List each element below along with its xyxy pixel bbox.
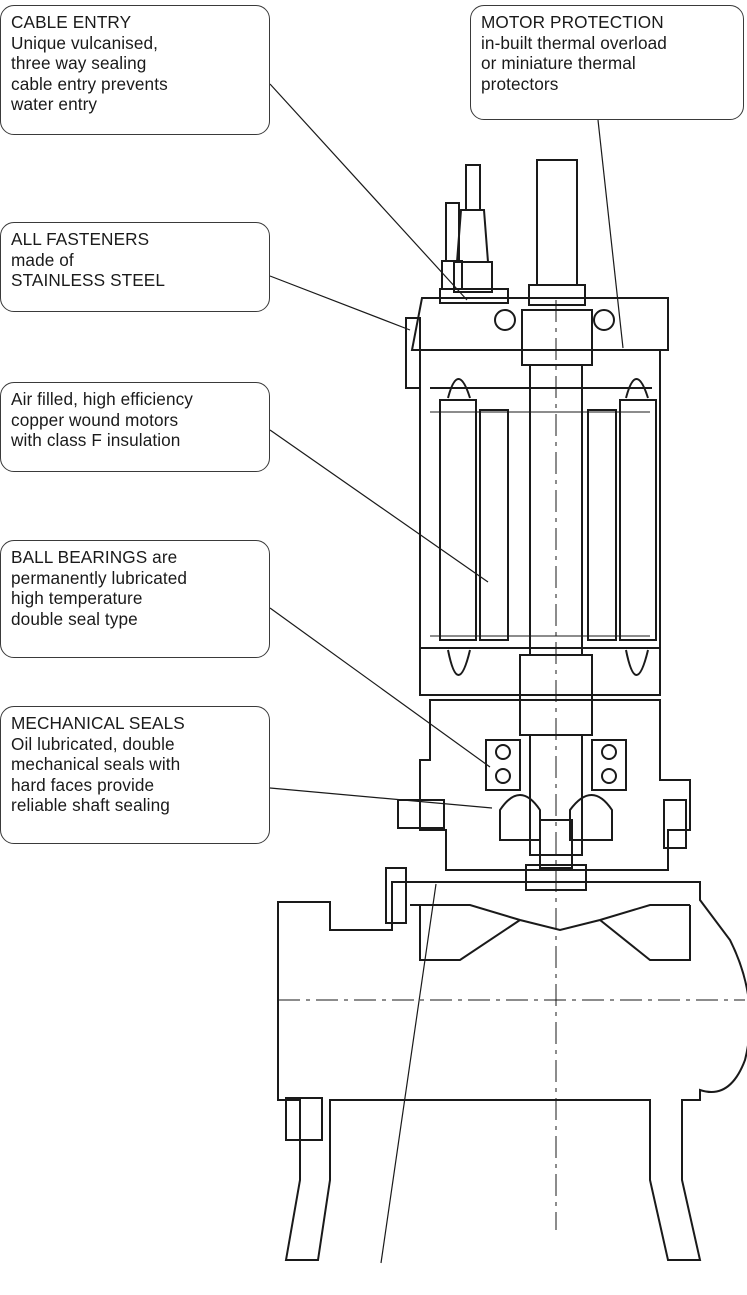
volute-casing <box>277 819 747 1261</box>
callout-text-line: three way sealing <box>11 53 147 73</box>
callout-text-line: STAINLESS STEEL <box>11 270 166 290</box>
shaft <box>485 300 627 1230</box>
callout-text-line: reliable shaft sealing <box>11 795 170 815</box>
callout-text-line: Air filled, high efficiency <box>11 389 193 409</box>
cable-glands <box>439 159 586 306</box>
callout-text-line: copper wound motors <box>11 409 179 430</box>
callout-cable-entry: CABLE ENTRY Unique vulcanised, three way… <box>0 5 270 135</box>
callout-bearings: BALL BEARINGS are permanently lubricated… <box>0 540 270 658</box>
callout-motors: Air filled, high efficiency copper wound… <box>0 382 270 472</box>
callout-text-line: hard faces provide <box>11 774 155 795</box>
callout-text-line: water entry <box>11 94 98 114</box>
callout-text-line: protectors <box>481 73 559 94</box>
callout-text-line: CABLE ENTRY <box>11 12 132 32</box>
leader-lines <box>269 83 624 1264</box>
callout-text-line: cable entry prevents <box>11 73 168 94</box>
callout-text-line: MOTOR PROTECTION <box>481 12 664 32</box>
callout-text-line: high temperature <box>11 588 143 608</box>
callout-text-line: MECHANICAL SEALS <box>11 713 185 733</box>
callout-text-line: in-built thermal overload <box>481 32 667 53</box>
callout-text-line: permanently lubricated <box>11 567 188 588</box>
motor-housing <box>405 297 669 696</box>
callout-text-line: ALL FASTENERS <box>11 229 150 249</box>
callout-text-line: with class F insulation <box>11 430 181 450</box>
callout-text-line: mechanical seals with <box>11 754 181 774</box>
callout-text-line: made of <box>11 249 74 270</box>
callout-text-line: Unique vulcanised, <box>11 32 159 53</box>
callout-mechanical-seals: MECHANICAL SEALS Oil lubricated, double … <box>0 706 270 844</box>
callout-motor-protection: MOTOR PROTECTION in-built thermal overlo… <box>470 5 744 120</box>
callout-text-line: or miniature thermal <box>481 53 636 73</box>
callout-fasteners: ALL FASTENERS made of STAINLESS STEEL <box>0 222 270 312</box>
callout-text-line: double seal type <box>11 608 138 629</box>
callout-text-line: BALL BEARINGS are <box>11 547 178 567</box>
callout-text-line: Oil lubricated, double <box>11 733 175 754</box>
